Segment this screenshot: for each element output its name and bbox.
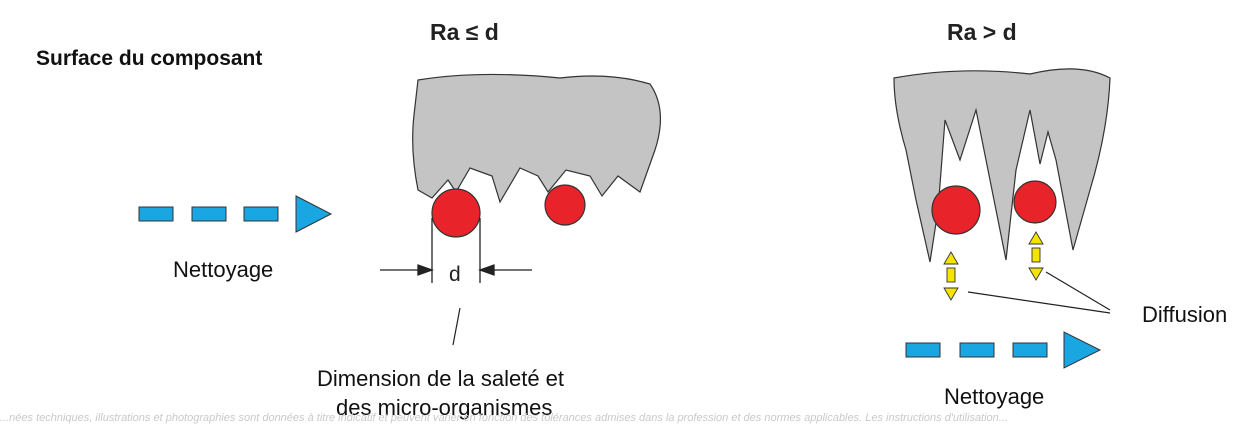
- callout-line-1: Dimension de la saleté et: [317, 366, 564, 391]
- callout-leader: [453, 308, 460, 345]
- diffusion-arrow-left: [944, 252, 958, 300]
- left-particle-small: [545, 185, 585, 225]
- right-particle-small: [1014, 181, 1056, 223]
- right-heading: Ra > d: [947, 19, 1017, 45]
- left-surface-profile: [413, 74, 661, 202]
- left-particle-large: [432, 189, 480, 237]
- left-flow-arrow: [139, 196, 331, 232]
- left-flow-label: Nettoyage: [173, 257, 273, 282]
- right-particle-large: [932, 186, 980, 234]
- section-title: Surface du composant: [36, 47, 262, 70]
- diffusion-leaders: [968, 272, 1110, 313]
- left-heading: Ra ≤ d: [430, 19, 499, 45]
- dimension-symbol: d: [449, 263, 461, 286]
- right-flow-arrow: [906, 332, 1100, 368]
- right-surface-profile: [894, 69, 1110, 262]
- footer-disclaimer: ...nées techniques, illustrations et pho…: [0, 410, 1256, 426]
- diffusion-label: Diffusion: [1142, 302, 1227, 327]
- right-flow-label: Nettoyage: [944, 384, 1044, 409]
- diffusion-arrow-right: [1029, 232, 1043, 280]
